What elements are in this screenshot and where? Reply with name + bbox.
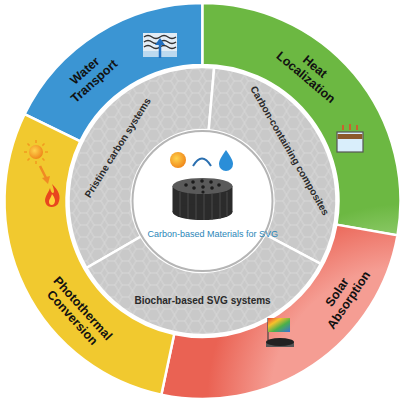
label-holder: Photothermal Conversion bbox=[40, 274, 115, 353]
material-label: Pristine carbon systems bbox=[82, 96, 153, 200]
disc-fill bbox=[133, 131, 273, 271]
label-holder: Carbon-containing composites bbox=[247, 84, 331, 217]
property-label: Water Transport bbox=[59, 46, 121, 106]
label-holder: Solar Absorption bbox=[313, 260, 374, 331]
label-holder: Pristine carbon systems bbox=[82, 96, 153, 200]
material-label: Biochar-based SVG systems bbox=[135, 295, 271, 307]
property-label: Solar Absorption bbox=[313, 260, 374, 331]
label-holder: Carbon-based Materials for SVG bbox=[148, 229, 258, 239]
label-holder: Water Transport bbox=[59, 46, 121, 106]
water-transport-icon bbox=[143, 33, 177, 58]
material-label: Carbon-containing composites bbox=[247, 84, 331, 217]
property-label: Photothermal Conversion bbox=[40, 274, 115, 353]
label-holder: Biochar-based SVG systems bbox=[135, 295, 271, 307]
property-label: Heat Localization bbox=[274, 38, 348, 106]
center-title: Carbon-based Materials for SVG bbox=[148, 229, 258, 239]
label-holder: Heat Localization bbox=[274, 38, 348, 106]
